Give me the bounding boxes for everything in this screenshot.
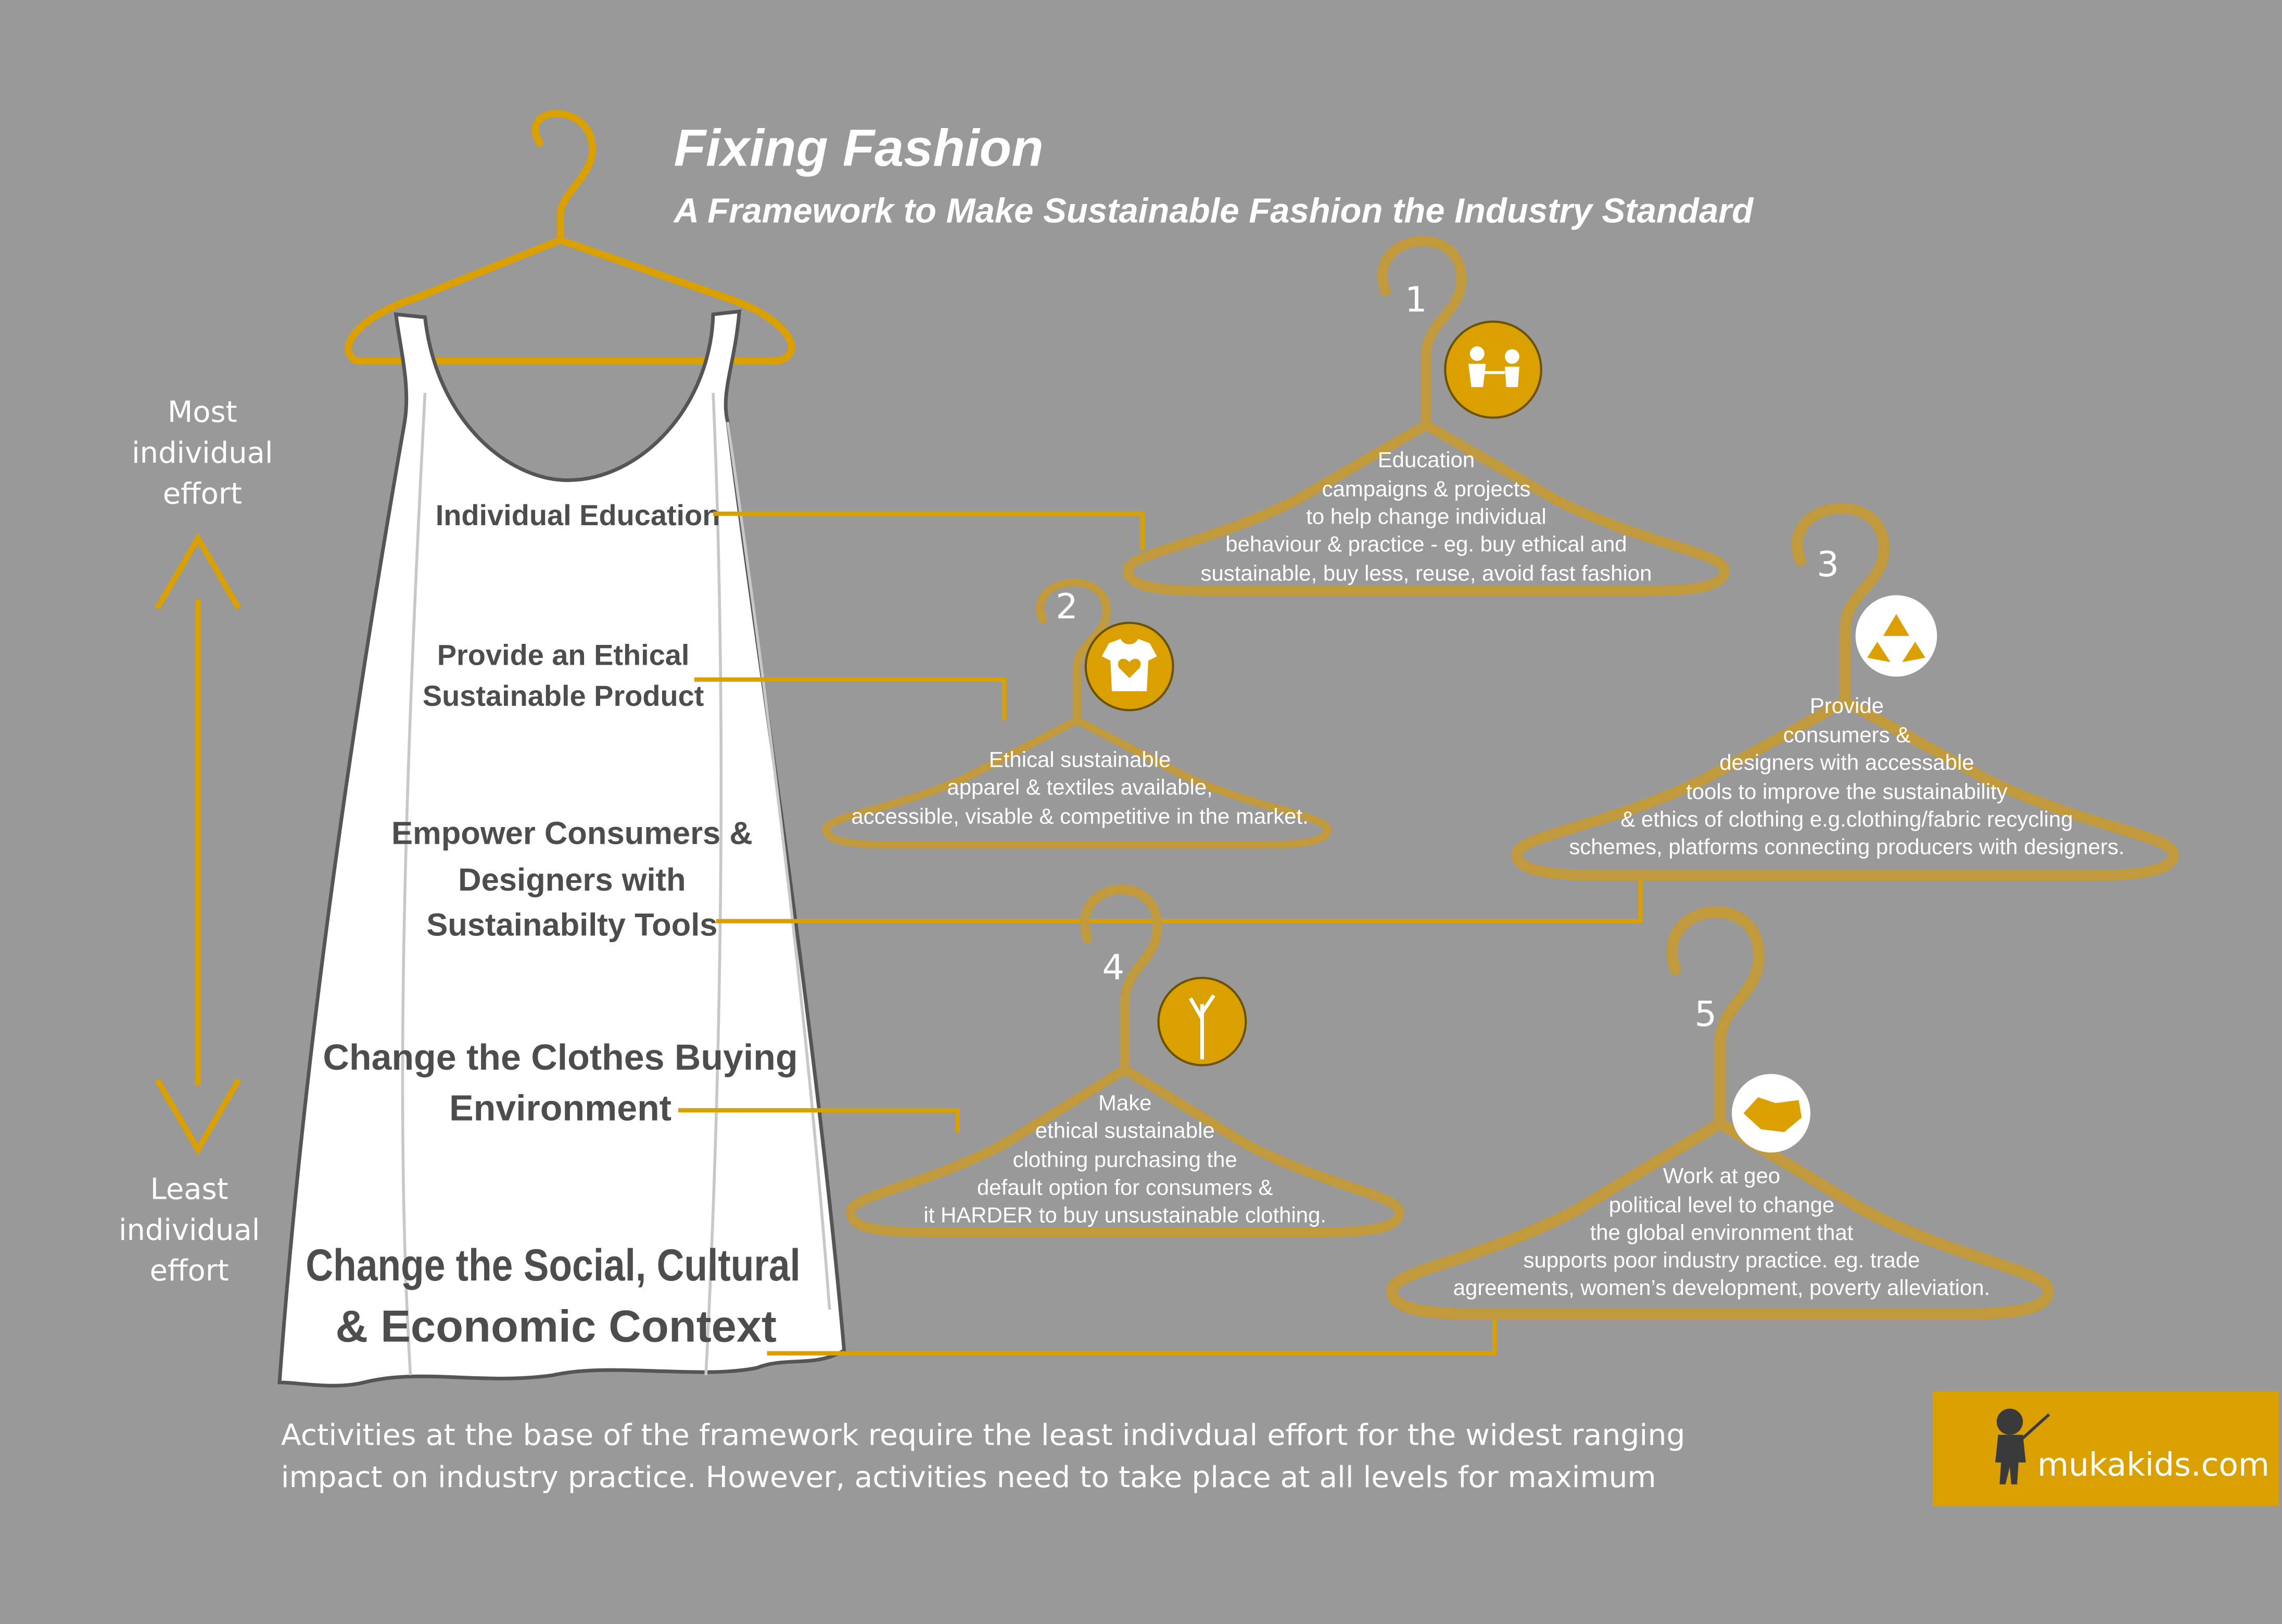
connector-2 [694, 677, 1007, 720]
level-label-1: Individual Education [436, 499, 720, 531]
dress-folds [401, 392, 831, 1376]
level-label-5: & Economic Context [335, 1302, 776, 1352]
double-arrow-icon [155, 532, 242, 1156]
most-effort-label: effort [163, 477, 242, 511]
subtitle: A Framework to Make Sustainable Fashion … [673, 192, 1755, 231]
hanger-text: supports poor industry practice. eg. tra… [1523, 1248, 1920, 1272]
hanger-text: agreements, women’s development, poverty… [1453, 1275, 1991, 1300]
tshirt-heart-icon [1084, 621, 1174, 712]
hanger-text: Ethical sustainable [989, 747, 1171, 771]
level-label-3: Sustainabilty Tools [426, 907, 717, 943]
logo-text: mukakids.com [2037, 1446, 2270, 1483]
hanger-5: 5 Work at geo political level to change … [1392, 912, 2048, 1314]
hanger-text: campaigns & projects [1322, 476, 1531, 501]
hanger-3: 3 Provide consumers & designers with acc… [1517, 509, 2174, 876]
hanger-text: behaviour & practice - eg. buy ethical a… [1225, 532, 1627, 556]
least-effort-label: Least [150, 1173, 229, 1207]
hanger-number: 2 [1056, 586, 1078, 627]
most-effort-label: individual [132, 436, 273, 470]
hanger-text: Provide [1810, 693, 1884, 718]
level-label-2: Sustainable Product [423, 679, 704, 712]
effort-axis: Most individual effort Least individual … [119, 396, 273, 1288]
hanger-text: default option for consumers & [977, 1175, 1273, 1199]
hanger-text: it HARDER to buy unsustainable clothing. [923, 1202, 1326, 1227]
hanger-text: Make [1098, 1090, 1152, 1115]
hanger-text: consumers & [1783, 722, 1911, 747]
most-effort-label: Most [168, 396, 237, 429]
handshake-icon [1732, 1074, 1811, 1153]
hanger-text: ethical sustainable [1035, 1118, 1215, 1143]
level-label-2: Provide an Ethical [437, 639, 690, 671]
connector-1 [713, 511, 1145, 550]
least-effort-label: individual [119, 1213, 260, 1247]
footer-text: impact on industry practice. However, ac… [281, 1461, 1656, 1494]
hanger-number: 3 [1817, 544, 1839, 585]
level-label-3: Designers with [458, 862, 686, 898]
hanger-number: 1 [1405, 279, 1427, 320]
hanger-number: 4 [1102, 947, 1125, 988]
hanger-text: schemes, platforms connecting producers … [1569, 834, 2124, 859]
footer-text: Activities at the base of the framework … [281, 1418, 1685, 1452]
hanger-text: to help change individual [1306, 504, 1546, 528]
connector-3 [716, 880, 1643, 923]
dress-hanger [345, 236, 795, 365]
mukakids-logo[interactable]: mukakids.com [1932, 1391, 2279, 1506]
level-label-3: Empower Consumers & [391, 816, 753, 852]
hanger-text: clothing purchasing the [1013, 1147, 1237, 1172]
hanger-number: 5 [1694, 994, 1717, 1034]
hanger-text: Education [1378, 447, 1475, 472]
recycle-icon [1855, 595, 1937, 677]
level-label-4: Environment [449, 1088, 671, 1128]
connector-5 [767, 1317, 1497, 1356]
hanger-1: 1 Education campaigns & projects to help… [1128, 241, 1725, 591]
level-label-5: Change the Social, Cultural [306, 1240, 801, 1290]
sapling-icon [1157, 976, 1247, 1067]
hanger-text: designers with accessable [1719, 750, 1974, 775]
connector-4 [678, 1108, 960, 1133]
hanger-text: apparel & textiles available, [947, 775, 1212, 799]
hanger-text: political level to change [1609, 1192, 1834, 1217]
level-label-4: Change the Clothes Buying [323, 1037, 797, 1077]
hanger-text: accessible, visable & competitive in the… [851, 804, 1308, 828]
hanger-text: the global environment that [1590, 1220, 1854, 1245]
hanger-2: 2 Ethical sustainable apparel & textiles… [827, 582, 1328, 845]
hanger-text: & ethics of clothing e.g.clothing/fabric… [1620, 807, 2073, 831]
hanger-text: sustainable, buy less, reuse, avoid fast… [1201, 561, 1652, 585]
hanger-text: Work at geo [1663, 1163, 1780, 1188]
title: Fixing Fashion [674, 119, 1044, 177]
hanger-text: tools to improve the sustainability [1686, 779, 2008, 804]
dress-illustration [277, 110, 846, 1388]
child-silhouette-icon [1995, 1409, 2050, 1485]
hanger-4: 4 Make ethical sustainable clothing purc… [851, 890, 1400, 1233]
least-effort-label: effort [150, 1254, 229, 1288]
dress-hanger-hook [531, 110, 597, 240]
children-holding-hands-icon [1444, 320, 1542, 419]
dress [277, 309, 846, 1388]
